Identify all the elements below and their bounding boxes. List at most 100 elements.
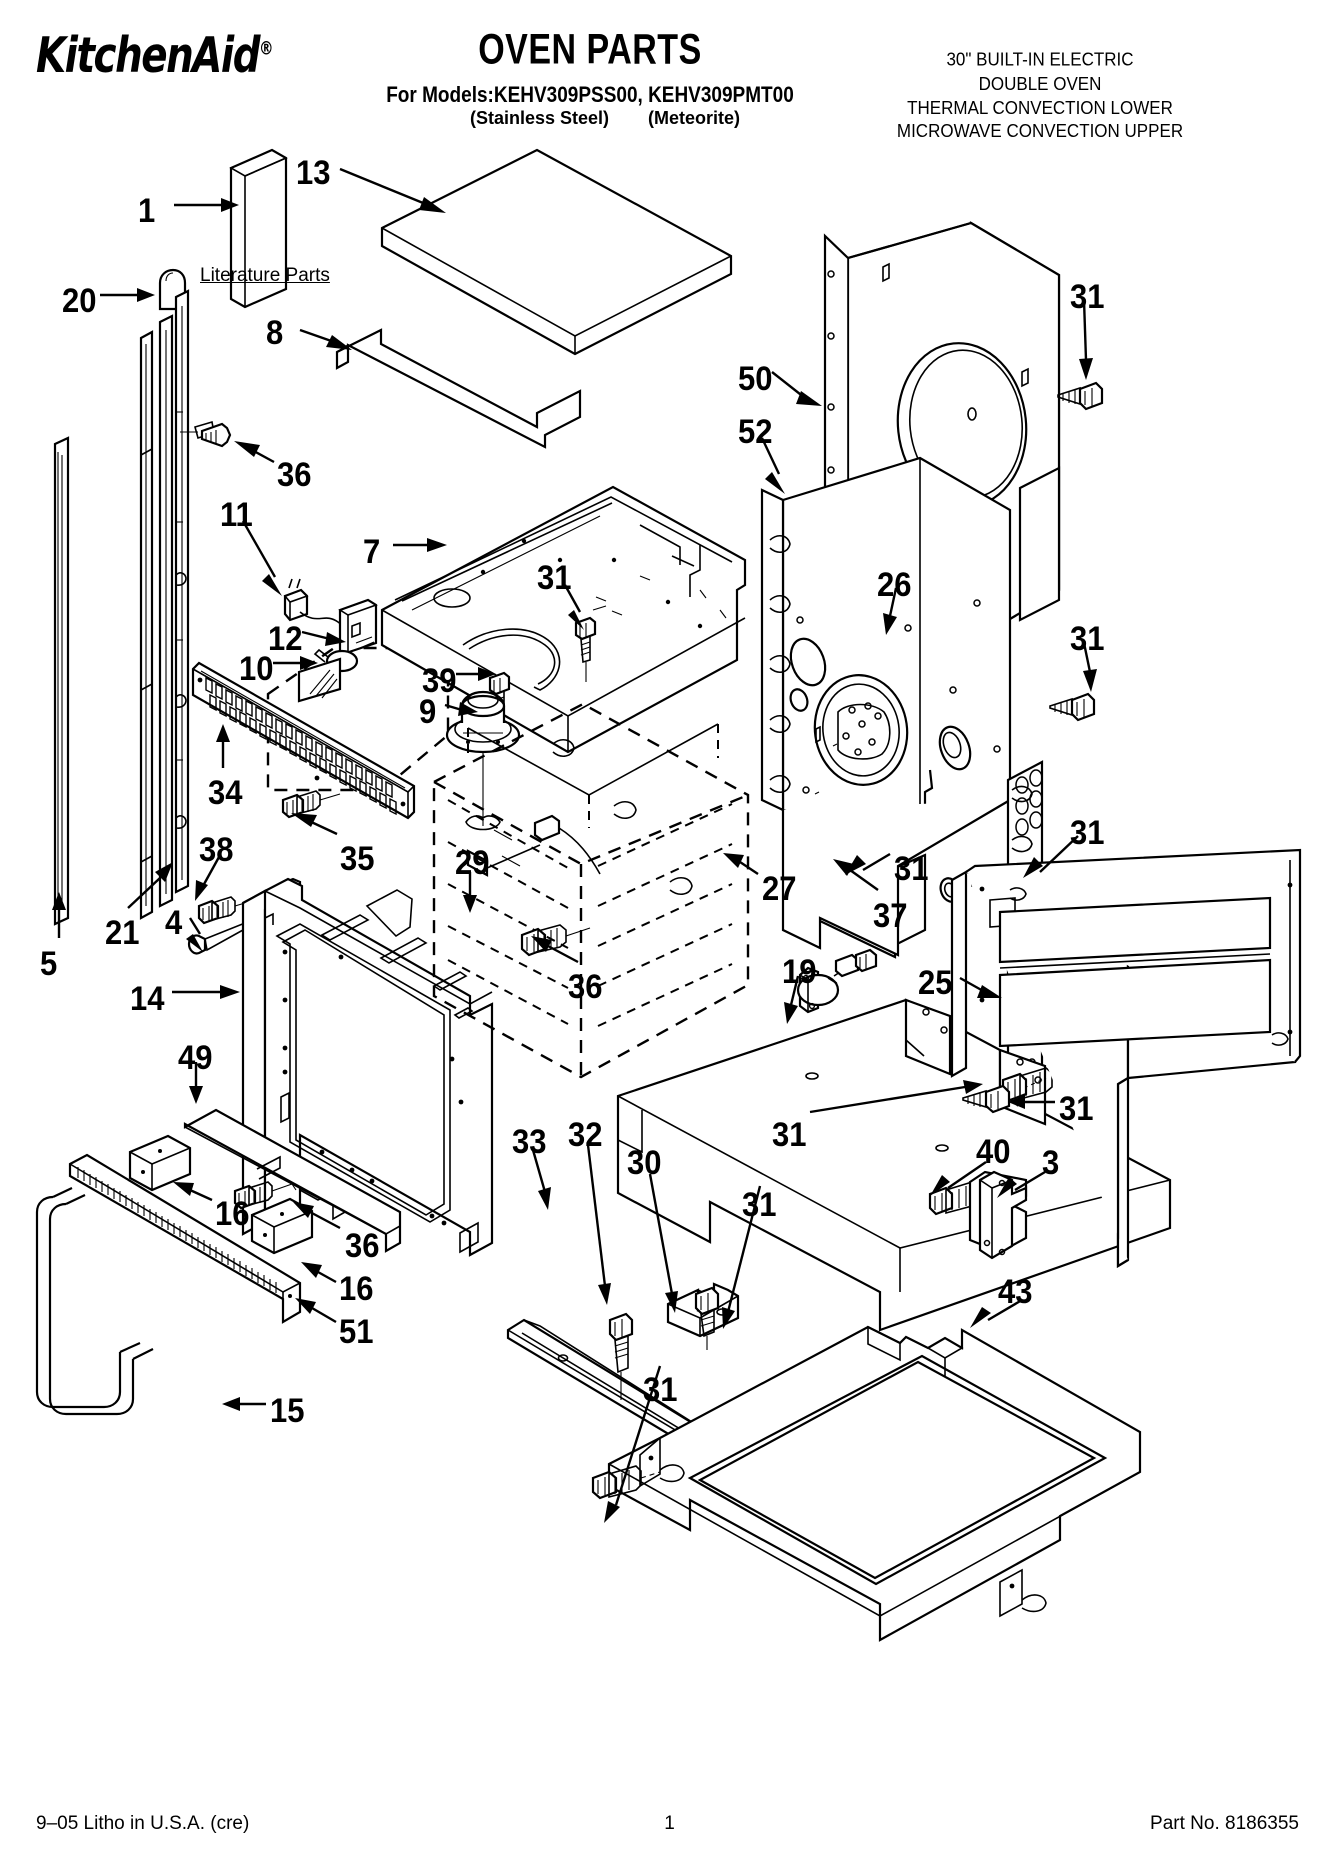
part-31-screw-base (593, 1466, 660, 1498)
callout-number-31: 31 (643, 1369, 678, 1409)
callout-number-19: 19 (782, 951, 817, 991)
callout-number-52: 52 (738, 411, 773, 451)
part-9-motor-hub (447, 692, 519, 830)
callout-number-38: 38 (199, 829, 234, 869)
callout-number-31: 31 (1070, 618, 1105, 658)
part-15-door-gasket (37, 1188, 153, 1414)
part-31-screw-plate19 (1003, 1068, 1052, 1100)
literature-parts-label: Literature Parts (200, 265, 330, 286)
callout-number-31: 31 (772, 1114, 807, 1154)
callout-number-34: 34 (208, 772, 243, 812)
callout-number-29: 29 (455, 842, 490, 882)
callout-number-21: 21 (105, 912, 140, 952)
part-16-hinge-block-lower (252, 1199, 312, 1253)
callout-number-39: 39 (422, 660, 457, 700)
callout-number-7: 7 (363, 531, 381, 571)
callout-number-32: 32 (568, 1114, 603, 1154)
models-line: For Models:KEHV309PSS00, KEHV309PMT00 (386, 83, 794, 108)
part-39-screw (490, 673, 509, 742)
part-14-door-frame (243, 879, 492, 1255)
part-32-screw (610, 1314, 632, 1400)
callout-number-31: 31 (1070, 276, 1105, 316)
part-38-screw (199, 897, 258, 923)
spec-line-3: THERMAL CONVECTION LOWER (907, 96, 1173, 118)
part-31-screw-clip (856, 950, 876, 971)
part-5-side-trim (55, 438, 68, 924)
callout-number-16: 16 (215, 1193, 250, 1233)
callout-number-36: 36 (345, 1225, 380, 1265)
brand-text: KitchenAid (36, 28, 260, 85)
callout-number-37: 37 (873, 895, 908, 935)
callout-number-31: 31 (537, 557, 572, 597)
spec-line-2: DOUBLE OVEN (978, 73, 1102, 94)
callout-number-33: 33 (512, 1121, 547, 1161)
part-25-access-panel (952, 850, 1300, 1266)
callout-number-14: 14 (130, 978, 165, 1018)
footer-print-info: 9–05 Litho in U.S.A. (cre) (36, 1813, 250, 1834)
callout-number-8: 8 (266, 312, 284, 352)
part-33-angle-trim (508, 1320, 730, 1476)
footer-part-number: Part No. 8186355 (1150, 1813, 1299, 1834)
part-side-rail-right (1008, 762, 1042, 1093)
callout-number-51: 51 (339, 1311, 374, 1351)
callout-number-16: 16 (339, 1268, 374, 1308)
part-7-upper-liner (382, 487, 745, 752)
part-31-screw-rear-middle (1050, 694, 1094, 720)
part-36-screw-cavity (522, 925, 590, 955)
part-13-top-panel (382, 150, 731, 354)
spec-line-4: MICROWAVE CONVECTION UPPER (896, 120, 1184, 142)
part-36-screw-upper (180, 422, 230, 446)
callout-number-50: 50 (738, 358, 773, 398)
part-31-screw-rail (972, 872, 1016, 898)
callout-number-12: 12 (268, 618, 303, 658)
part-8-trim-bracket (337, 330, 580, 447)
part-21-side-channel (141, 291, 188, 918)
part-50-rear-panel (825, 223, 1059, 642)
callout-number-11: 11 (220, 494, 253, 534)
part-40-screw (930, 1182, 998, 1214)
part-27-oven-cavity (434, 704, 748, 1077)
callout-number-1: 1 (138, 190, 156, 230)
kitchenaid-logo: KitchenAid® (36, 28, 274, 85)
callout-number-31: 31 (742, 1184, 777, 1224)
callout-number-13: 13 (296, 152, 331, 192)
part-19-bottom-plate (618, 1000, 1170, 1330)
part-51-seal-bar (70, 1155, 300, 1322)
part-16-hinge-block-upper (130, 1136, 190, 1190)
title-block: OVEN PARTS For Models:KEHV309PSS00, KEHV… (330, 26, 850, 108)
part-26-rear-bracket (762, 458, 1010, 957)
footer-page-number: 1 (664, 1813, 675, 1834)
callout-number-3: 3 (1042, 1142, 1060, 1182)
part-3-mounting-bracket (970, 1172, 1026, 1258)
spec-line-1: 30" BUILT-IN ELECTRIC (946, 49, 1134, 70)
callout-number-36: 36 (568, 966, 603, 1006)
callout-number-5: 5 (40, 943, 58, 983)
callout-number-27: 27 (762, 868, 797, 908)
spec-block: 30" BUILT-IN ELECTRIC DOUBLE OVEN THERMA… (760, 48, 1320, 144)
part-31-screw-rear-upper (1058, 383, 1102, 409)
part-43-base-pan (609, 1327, 1140, 1640)
part-4-pin (189, 909, 278, 953)
callout-number-31: 31 (1070, 812, 1105, 852)
callout-number-15: 15 (270, 1390, 305, 1430)
callout-number-31: 31 (894, 848, 929, 888)
callout-number-26: 26 (877, 564, 912, 604)
registered-mark-icon: ® (259, 37, 273, 60)
callout-number-4: 4 (165, 902, 183, 942)
callout-number-30: 30 (627, 1142, 662, 1182)
part-30-bracket (668, 1284, 738, 1336)
callout-number-10: 10 (239, 648, 274, 688)
callout-number-25: 25 (918, 962, 953, 1002)
part-31-screw-liner (576, 606, 606, 682)
callout-number-49: 49 (178, 1037, 213, 1077)
callout-number-43: 43 (998, 1271, 1033, 1311)
finish-meteorite: (Meteorite) (648, 108, 741, 128)
callout-number-20: 20 (62, 280, 97, 320)
page-title: OVEN PARTS (478, 26, 702, 74)
part-20-cap (160, 270, 185, 309)
callout-number-36: 36 (277, 454, 312, 494)
part-31-screw-panel25 (963, 1086, 1009, 1112)
finish-stainless: (Stainless Steel) (470, 108, 610, 128)
part-10-lamp-lens (299, 650, 357, 701)
